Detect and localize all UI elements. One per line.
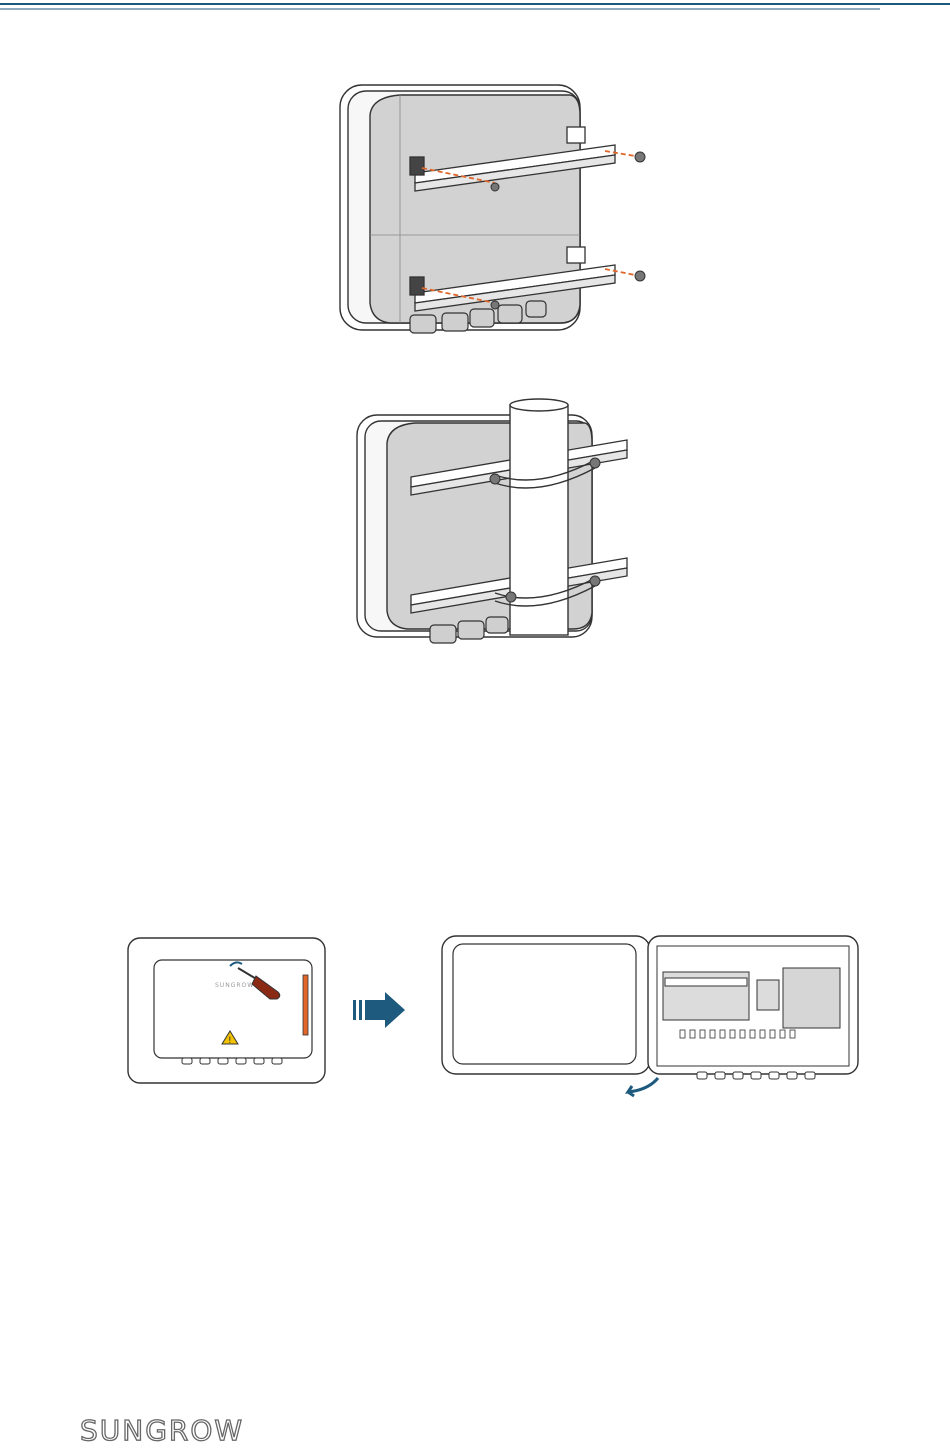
cable-glands	[697, 1072, 815, 1079]
svg-text:!: !	[228, 1036, 232, 1046]
bracket-mounting-figure	[330, 75, 660, 345]
footer-brand-logo: SUNGROW	[80, 1413, 280, 1449]
door-swing-arrow-icon	[628, 1078, 658, 1096]
terminal-module	[663, 972, 749, 1020]
pole-mounting-figure	[345, 395, 645, 650]
open-device	[442, 936, 858, 1096]
cover-logo: SUNGROW	[215, 982, 254, 989]
closed-device-inset: SUNGROW !	[128, 938, 325, 1083]
open-cover-figure: SUNGROW !	[120, 930, 870, 1100]
pole	[510, 399, 568, 635]
cover-seal-strip	[303, 975, 308, 1035]
top-decorative-rule	[0, 0, 950, 14]
circuit-breaker	[757, 980, 779, 1010]
control-box	[783, 968, 840, 1028]
arrow-right-icon	[353, 992, 405, 1028]
